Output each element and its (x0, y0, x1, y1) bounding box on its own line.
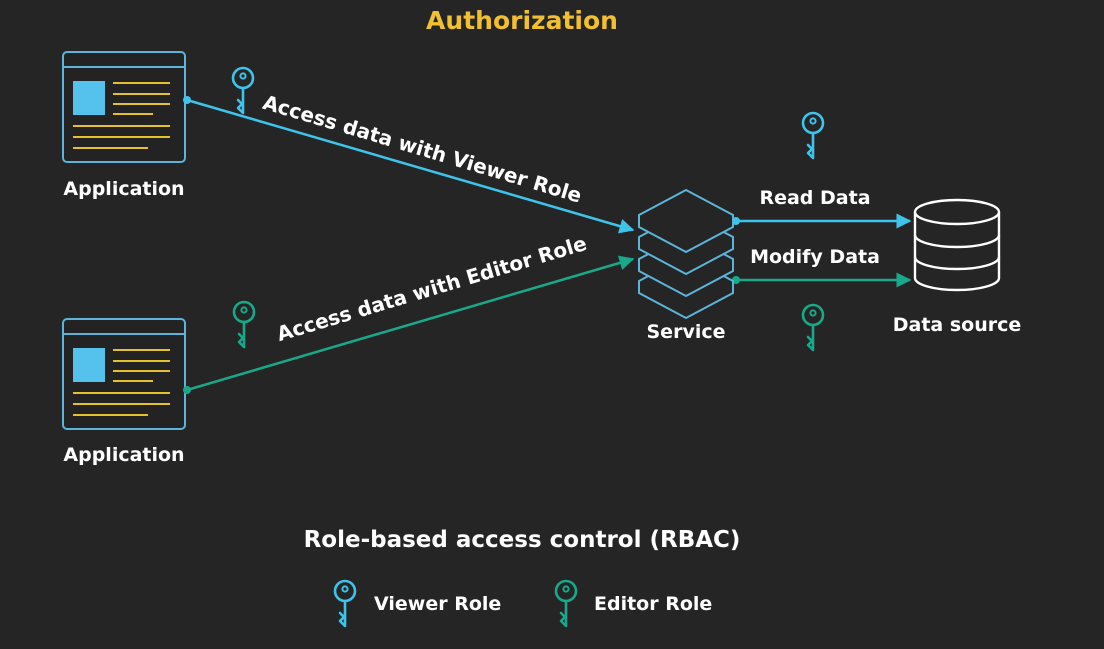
server-stack-icon (638, 189, 734, 319)
modify-data-dot (732, 276, 740, 284)
application-top-label: Application (63, 178, 185, 200)
viewer-access-dot (183, 96, 191, 104)
editor-role-key-icon (554, 579, 578, 628)
application-bottom-icon (62, 318, 186, 430)
viewer-role-key-icon (333, 579, 357, 628)
service-label: Service (646, 321, 726, 343)
modify-data-label: Modify Data (750, 246, 880, 268)
database-icon (913, 198, 1001, 292)
legend-editor-label: Editor Role (594, 593, 713, 615)
editor-access-arrow (186, 255, 635, 392)
read-data-dot (732, 217, 740, 225)
data-source-label: Data source (892, 314, 1022, 336)
key-icon (231, 66, 255, 115)
read-data-label: Read Data (759, 187, 871, 209)
editor-access-dot (183, 386, 191, 394)
application-bottom-label: Application (63, 444, 185, 466)
diagram-title: Authorization (426, 6, 618, 35)
key-icon (801, 111, 825, 160)
key-icon (232, 300, 256, 349)
viewer-access-arrow (186, 98, 635, 234)
legend-heading: Role-based access control (RBAC) (303, 527, 741, 553)
legend-viewer-label: Viewer Role (374, 593, 502, 615)
application-top-icon (62, 51, 186, 163)
key-icon (801, 303, 825, 352)
